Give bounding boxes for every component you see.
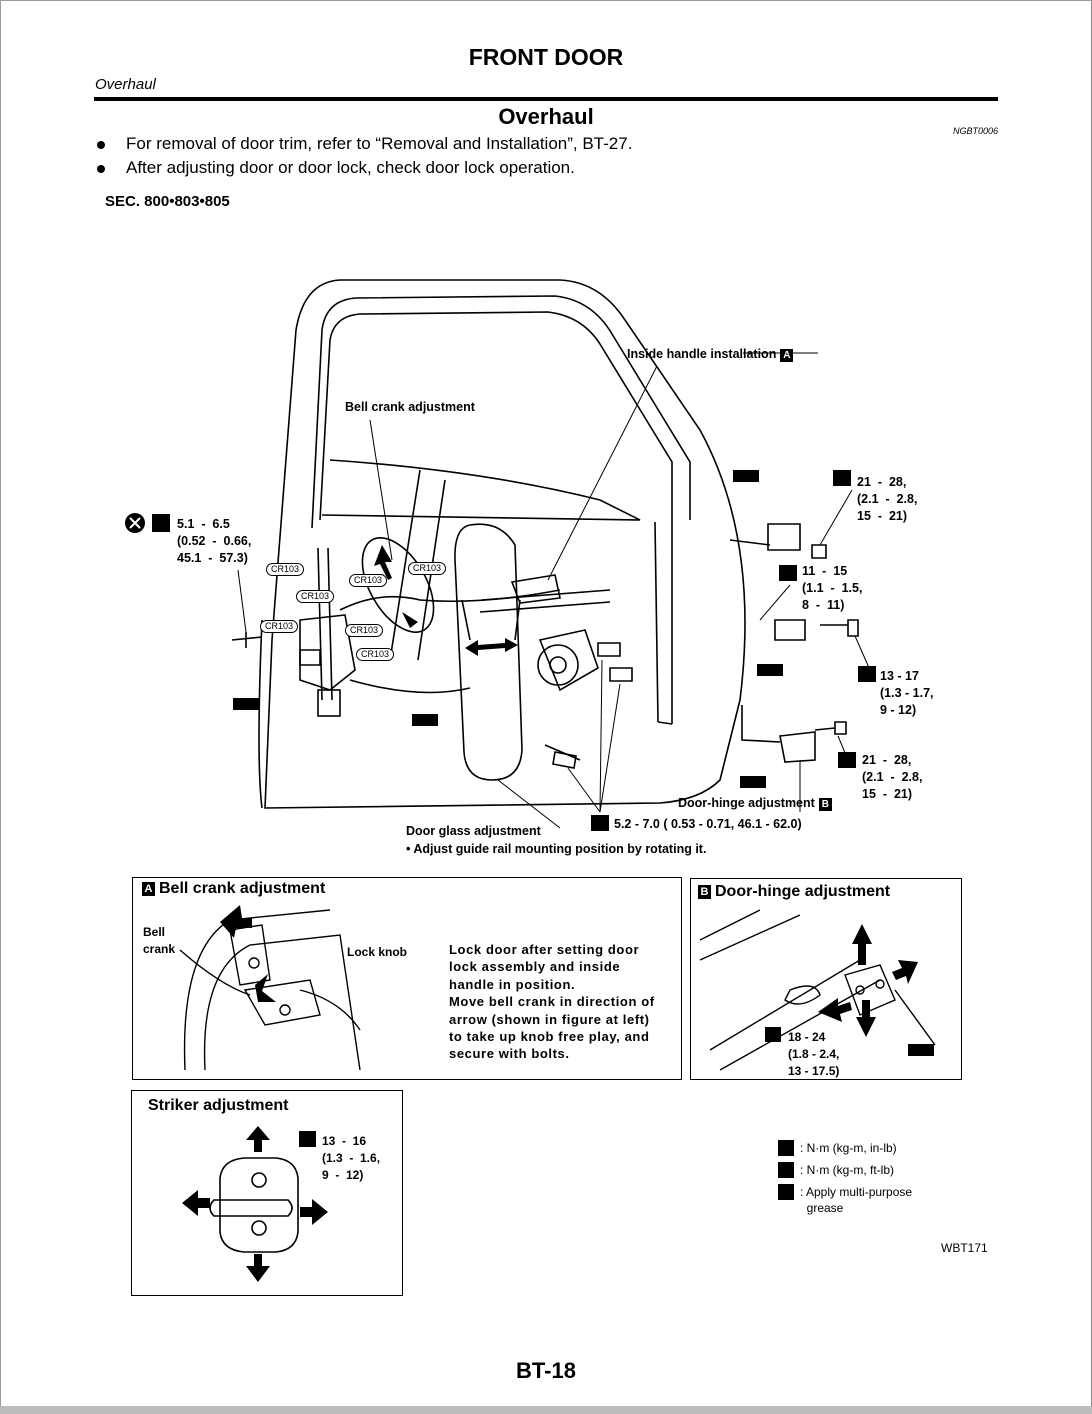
legend-row: : N·m (kg-m, ft-lb) (778, 1162, 912, 1184)
cr-label: CR103 (266, 563, 305, 576)
chapter-title: FRONT DOOR (468, 44, 624, 70)
page-number: BT-18 (516, 1358, 576, 1383)
header-rule (94, 97, 998, 101)
section-label: Overhaul (95, 76, 156, 93)
torque-right: 13 - 17 (1.3 - 1.7, 9 - 12) (880, 669, 934, 717)
bell-crank-panel (132, 877, 682, 1080)
striker-torque: 13 - 16 (1.3 - 1.6, 9 - 12) (322, 1134, 381, 1182)
cr-label: CR103 (296, 590, 335, 603)
torque-hinge-bottom: 21 - 28, (2.1 - 2.8, 15 - 21) (862, 753, 923, 801)
guide-rail-note: • Adjust guide rail mounting position by… (406, 842, 707, 856)
page-title: Overhaul (498, 104, 594, 129)
instruction-item: After adjusting door or door lock, check… (95, 158, 632, 182)
lock-knob-callout: Lock knob (347, 945, 408, 959)
torque-in-lb-icon (778, 1140, 794, 1156)
section-code: SEC. 800•803•805 (105, 193, 230, 210)
cr-label: CR103 (349, 574, 388, 587)
torque-bottom: 5.2 - 7.0 ( 0.53 - 0.71, 46.1 - 62.0) (614, 817, 802, 831)
viewer-bottom-strip (0, 1406, 1092, 1414)
torque-ft-lb-icon (778, 1162, 794, 1178)
cr-label: CR103 (260, 620, 299, 633)
cr-label: CR103 (408, 562, 447, 575)
legend-row: : Apply multi-purpose grease (778, 1184, 912, 1215)
figure-code: WBT171 (941, 1241, 988, 1255)
cr-label: CR103 (345, 624, 384, 637)
instruction-item: For removal of door trim, refer to “Remo… (95, 134, 632, 158)
torque-left: 5.1 - 6.5 (0.52 - 0.66, 45.1 - 57.3) (177, 517, 252, 565)
torque-hinge-top: 21 - 28, (2.1 - 2.8, 15 - 21) (857, 475, 918, 523)
bell-crank-instructions: Lock door after setting door lock assemb… (449, 942, 655, 1062)
legend-row: : N·m (kg-m, in-lb) (778, 1140, 912, 1162)
cr-label: CR103 (356, 648, 395, 661)
striker-panel-title: Striker adjustment (148, 1097, 289, 1114)
striker-panel (131, 1090, 403, 1296)
reference-code: NGBT0006 (953, 126, 999, 136)
bell-crank-callout: Bell crank (143, 925, 176, 956)
torque-mid: 11 - 15 (1.1 - 1.5, 8 - 11) (802, 564, 863, 612)
door-glass-label: Door glass adjustment (406, 824, 541, 838)
grease-icon (778, 1184, 794, 1200)
legend: : N·m (kg-m, in-lb) : N·m (kg-m, ft-lb) … (778, 1140, 912, 1215)
hinge-torque: 18 - 24 (1.8 - 2.4, 13 - 17.5) (788, 1030, 840, 1078)
instruction-list: For removal of door trim, refer to “Remo… (95, 134, 632, 182)
bell-crank-label: Bell crank adjustment (345, 400, 475, 414)
